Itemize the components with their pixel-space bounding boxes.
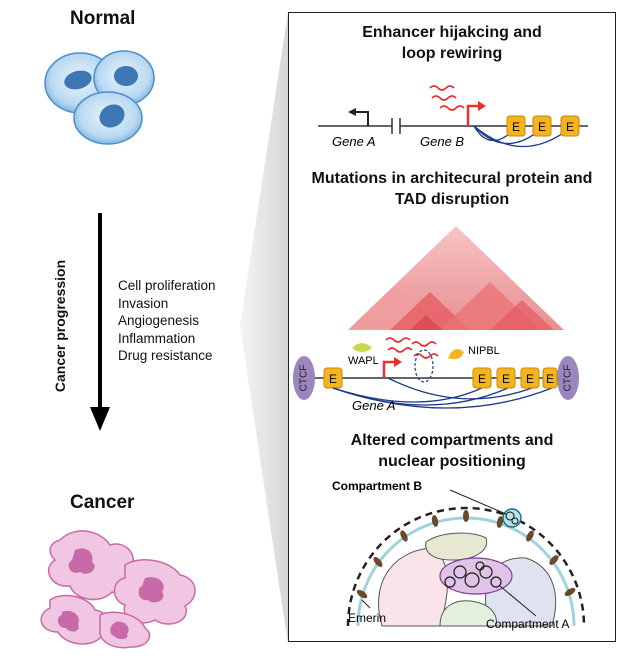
compartment-a-label: Compartment A (486, 617, 569, 631)
svg-text:E: E (538, 120, 546, 134)
hallmark-item: Drug resistance (118, 348, 213, 363)
nuclear-compartments-diagram: Compartment B Emerin Compartment A (332, 479, 586, 631)
gene-b-promoter-arrow (466, 104, 480, 126)
hallmark-item: Cell proliferation (118, 278, 216, 293)
enhancer-box: E (532, 115, 552, 137)
normal-cells-illustration (44, 50, 155, 145)
wapl-label: WAPL (348, 355, 379, 367)
cancer-cells-illustration (40, 530, 196, 649)
panel2-title: Mutations in architecural protein and TA… (311, 170, 593, 208)
svg-text:CTCF: CTCF (299, 365, 310, 392)
hallmark-item: Invasion (118, 295, 169, 311)
compartment-b-chromatin (502, 508, 522, 528)
chromosome-territory (439, 600, 497, 627)
chromosome-territory (378, 547, 448, 627)
enhancer-box: E (323, 367, 343, 389)
disrupted-loop (414, 349, 434, 383)
gene-a-promoter-arrow (354, 111, 369, 126)
wapl-protein (352, 343, 372, 352)
normal-label: Normal (70, 8, 136, 29)
panel3-title: Altered compartments and nuclear positio… (350, 432, 554, 470)
nuclear-envelope (346, 506, 586, 627)
tad-triangles (348, 226, 564, 330)
nipbl-protein (448, 349, 464, 360)
transcript-squiggles (385, 337, 439, 359)
svg-text:E: E (502, 372, 510, 386)
hallmark-item: Angiogenesis (118, 313, 200, 328)
emerin-proteins (356, 510, 576, 599)
hallmark-list: Cell proliferation Invasion Angiogenesis… (118, 277, 216, 365)
enhancer-box: E (520, 367, 540, 389)
ctcf-left: CTCF (293, 356, 315, 400)
nipbl-label: NIPBL (468, 345, 500, 357)
gene-a-label: Gene A (332, 134, 376, 149)
panel1-title: Enhancer hijakcing and loop rewiring (362, 24, 542, 62)
chromosome-territory (425, 532, 488, 561)
enhancer-box: E (560, 115, 580, 137)
normal-cell-3 (73, 91, 143, 145)
enhancer-box: E (506, 115, 526, 137)
progression-label: Cancer progression (52, 259, 68, 393)
svg-text:E: E (478, 372, 486, 386)
enhancer-hijacking-diagram: E E E Gene A Gene B (318, 85, 588, 149)
chromatin-loops (332, 377, 553, 409)
svg-text:CTCF: CTCF (563, 365, 574, 392)
enhancer-box: E (496, 367, 516, 389)
svg-text:E: E (512, 120, 520, 134)
enhancer-box: E (542, 367, 558, 389)
svg-text:E: E (546, 372, 554, 386)
gene-a-promoter-arrow (382, 360, 396, 378)
compartment-b-label: Compartment B (332, 479, 422, 493)
svg-text:E: E (526, 372, 534, 386)
hallmark-item: Inflammation (118, 330, 196, 346)
transcript-squiggles (429, 85, 465, 111)
gene-a-label: Gene A (352, 398, 396, 413)
zoom-wedge (240, 12, 288, 644)
enhancer-box: E (472, 367, 492, 389)
gene-b-label: Gene B (420, 134, 464, 149)
compartment-a-chromatin (439, 557, 513, 595)
tad-disruption-diagram: CTCF CTCF WAPL NIPBL E E E (293, 337, 579, 413)
emerin-label: Emerin (348, 611, 386, 625)
mechanisms-panel (288, 12, 616, 642)
svg-text:E: E (329, 372, 337, 386)
cancer-label: Cancer (70, 492, 135, 513)
ctcf-right: CTCF (557, 356, 579, 400)
svg-text:E: E (566, 120, 574, 134)
progression-arrow (90, 213, 110, 431)
